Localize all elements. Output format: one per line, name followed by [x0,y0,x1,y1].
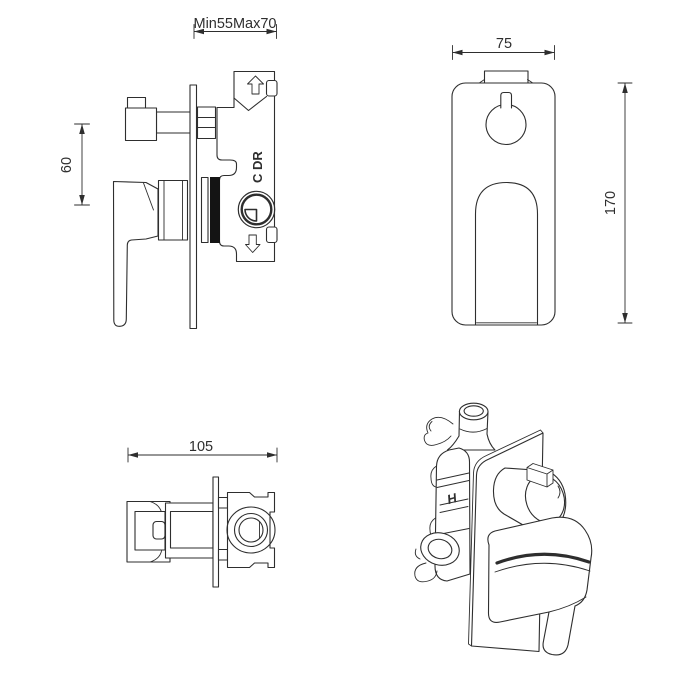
iso-bottom-port [420,532,460,566]
port-label-c-dr: C DR [250,151,265,183]
cartridge-top [164,502,214,559]
dimension-height-170: 170 [603,82,633,324]
inlet-pipe [155,111,192,134]
iso-top-clip [423,416,454,446]
outlet-flange-top [226,506,276,554]
seal-ring [210,177,220,243]
side-view: Min55Max70 60 C DR [59,16,278,330]
top-view: 105 [126,439,278,588]
diverter-keyhole-neck [500,91,513,109]
pipe-connector [196,106,217,140]
dim-170-label: 170 [603,191,619,215]
flange-upper [217,496,229,509]
dim-75-label: 75 [496,36,512,52]
port-label-h: H [445,490,459,507]
iso-handle [487,516,593,656]
dim-60-label: 60 [59,157,75,173]
iso-top-pipe [446,410,496,451]
handle-front [474,181,539,326]
dim-105-label: 105 [189,439,213,455]
handle-side [112,180,159,327]
dimension-depth: Min55Max70 [193,16,277,39]
outlet-inner-top [238,517,264,543]
front-view: 75 170 [451,36,633,326]
escutcheon-plate-top [212,476,220,588]
lever-top [134,510,166,551]
iso-handle-band [495,552,591,565]
dimension-offset-60: 60 [59,123,90,206]
dim-depth-label: Min55Max70 [193,16,276,32]
outlet-port-outer [237,190,276,229]
body-fold-line [233,95,268,112]
dimension-width-75: 75 [452,36,555,60]
iso-plate-edge [468,429,544,647]
flow-down-arrow-icon [245,234,261,253]
outlet-index-wedge [244,208,258,222]
handle-facet-line [143,182,154,211]
escutcheon-plate-front [451,82,556,326]
cartridge-cylinder [157,179,189,241]
flow-up-arrow-icon [247,75,264,95]
top-stop-tab [483,70,529,85]
iso-bottom-clip [414,548,438,583]
stop-valve-nub [126,96,147,109]
dimension-width-105: 105 [127,439,278,463]
trim-spacer [200,176,209,244]
mounting-tab-bottom [265,226,278,244]
rough-in-body [216,70,276,263]
escutcheon-plate-side [189,84,198,330]
outlet-mid-top [233,512,269,548]
outlet-port-inner [240,193,273,226]
stop-valve-block [124,107,158,142]
flange-lower [217,548,229,561]
body-top [226,491,276,569]
isometric-view: H [414,402,593,656]
mounting-tab-top [265,79,278,97]
iso-knob-key [526,463,554,488]
